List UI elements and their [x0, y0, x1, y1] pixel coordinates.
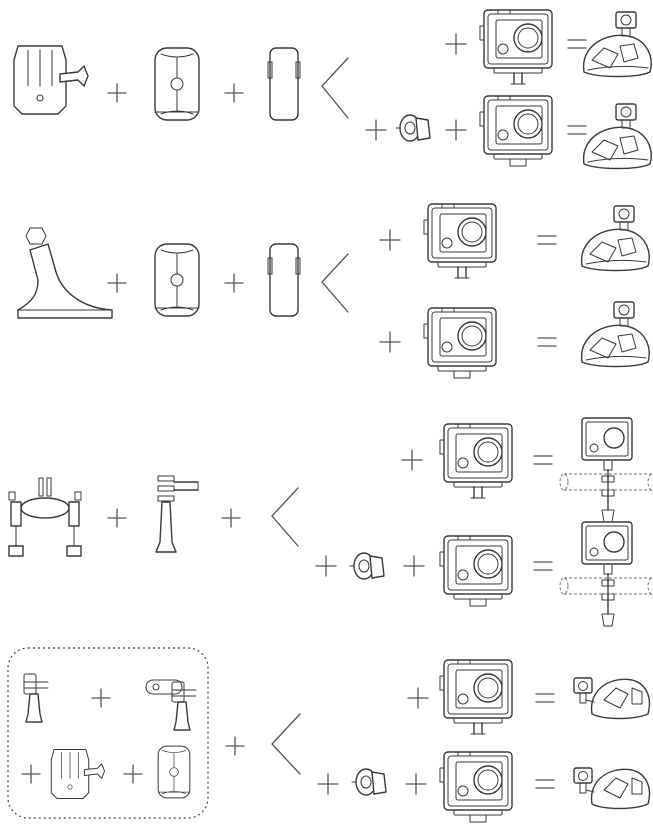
- plus-operator: [379, 331, 401, 353]
- plus-operator: [91, 688, 111, 708]
- accessory-kit-group: [7, 647, 209, 819]
- waterproof-case: [480, 10, 552, 84]
- plus-operator: [445, 119, 467, 141]
- waterproof-case: [440, 660, 512, 734]
- plus-operator: [225, 736, 245, 756]
- branch-bracket: [321, 57, 349, 119]
- plus-operator: [401, 449, 423, 471]
- equals-operator: [535, 779, 555, 789]
- branch-bracket: [321, 253, 349, 313]
- plus-operator: [379, 229, 401, 251]
- branch-bracket: [271, 487, 299, 547]
- equals-operator: [567, 39, 587, 49]
- waterproof-case: [440, 424, 512, 498]
- equals-operator: [533, 561, 553, 571]
- helmet-result: [580, 205, 650, 272]
- helmet-side-result: [573, 677, 651, 720]
- j-hook-mount: [17, 227, 113, 319]
- tripod-adapter: [395, 114, 431, 142]
- plus-operator: [107, 83, 127, 103]
- branch-bracket: [271, 713, 301, 775]
- adhesive-pad: [267, 47, 301, 121]
- waterproof-case: [480, 96, 552, 166]
- row-4: [7, 647, 651, 822]
- tripod-adapter: [351, 768, 387, 796]
- waterproof-case: [440, 536, 512, 606]
- waterproof-case: [440, 752, 512, 822]
- waterproof-case: [424, 204, 496, 278]
- plus-operator: [224, 83, 244, 103]
- equals-operator: [537, 235, 557, 245]
- plus-operator: [405, 773, 427, 795]
- handlebar-result: [559, 521, 653, 627]
- adhesive-base: [157, 745, 191, 799]
- waterproof-case: [424, 308, 496, 378]
- plus-operator: [315, 555, 337, 577]
- adhesive-base: [154, 243, 200, 317]
- buckle-mount: [13, 45, 89, 115]
- plus-operator: [224, 273, 244, 293]
- equals-operator: [535, 693, 555, 703]
- equals-operator: [567, 125, 587, 135]
- helmet-side-result: [573, 767, 651, 810]
- plus-operator: [407, 687, 429, 709]
- plus-operator: [123, 764, 143, 784]
- plus-operator: [221, 508, 241, 528]
- helmet-result: [582, 11, 652, 78]
- equals-operator: [533, 455, 553, 465]
- equals-operator: [537, 337, 557, 347]
- adhesive-pad: [267, 243, 301, 317]
- pivot-arm: [23, 673, 49, 723]
- plus-operator: [403, 555, 425, 577]
- plus-operator: [445, 33, 467, 55]
- row-1: [13, 10, 652, 170]
- row-3: [8, 417, 653, 627]
- buckle-mount: [50, 749, 106, 799]
- adhesive-base: [154, 47, 200, 121]
- plus-operator: [317, 773, 339, 795]
- helmet-result: [582, 103, 652, 170]
- row-2: [17, 204, 650, 378]
- handlebar-result: [559, 417, 653, 523]
- plus-operator: [107, 273, 127, 293]
- handlebar-clamp: [8, 477, 82, 557]
- extension-pivot-arm: [145, 679, 197, 731]
- extension-arm: [155, 475, 199, 553]
- plus-operator: [365, 119, 387, 141]
- plus-operator: [107, 508, 127, 528]
- tripod-adapter: [349, 552, 385, 580]
- helmet-result: [580, 301, 650, 368]
- plus-operator: [21, 764, 41, 784]
